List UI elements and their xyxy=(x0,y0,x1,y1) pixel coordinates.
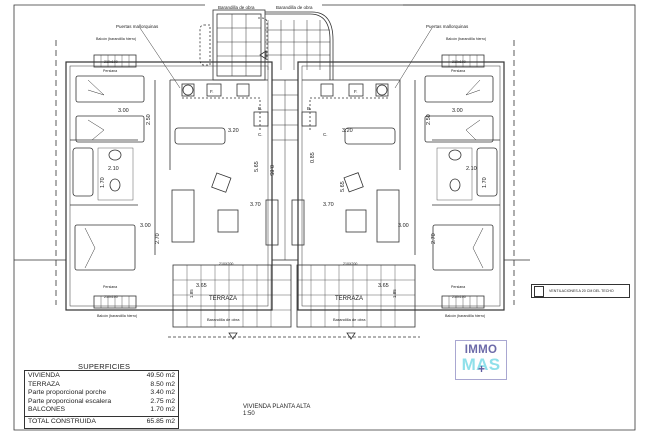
dim-terrace-w: 3.65 xyxy=(378,283,389,289)
shutters-label-right: Puertas mallorquinas xyxy=(426,24,469,29)
row-label: BALCONES xyxy=(28,406,66,414)
row-unit: m2 xyxy=(165,397,175,405)
ventilation-legend: VENTILACIONES A 20 CM DEL TECHO xyxy=(531,284,630,298)
boiler-label: B. xyxy=(307,106,311,111)
superficies-total: TOTAL CONSTRUIDA 65.85 m2 xyxy=(25,415,178,428)
dim-kitchen: 3.20 xyxy=(228,128,239,134)
balcony-label-top-left: Balcón (barandilla hierro) xyxy=(96,37,136,41)
dim-door: 0.85 xyxy=(310,152,316,163)
plan-scale: 1:50 xyxy=(243,411,255,417)
window-label: 210x100 xyxy=(452,295,466,299)
balcony-label-top-right: Balcón (barandilla hierro) xyxy=(446,37,486,41)
balcony-label-bottom-left: Balcón (barandilla hierro) xyxy=(97,314,137,318)
superficies-row: VIVIENDA 49.50 m2 xyxy=(28,372,175,381)
dim-living-w: 3.70 xyxy=(323,202,334,208)
row-value: 49.50 xyxy=(146,372,164,379)
window-label: 210x100 xyxy=(104,295,118,299)
total-label: TOTAL CONSTRUIDA xyxy=(28,417,96,425)
total-unit: m2 xyxy=(165,417,175,425)
terrace-railing-label: Barandilla de obra xyxy=(207,317,240,322)
stair-railing-label-right: Barandilla de obra xyxy=(276,5,313,10)
superficies-row: Parte proporcional escalera 2.75 m2 xyxy=(28,398,175,407)
row-unit: m2 xyxy=(165,389,175,397)
terrace-label-right: TERRAZA xyxy=(335,296,363,302)
dim-bedroom1-w: 3.00 xyxy=(452,108,463,114)
logo-line2-text: MAS xyxy=(461,355,501,374)
logo-line1: IMMO xyxy=(464,344,498,356)
blind-label: Persiana xyxy=(451,285,465,289)
blind-label: Persiana xyxy=(103,285,117,289)
superficies-row: TERRAZA 8.50 m2 xyxy=(28,381,175,390)
dim-living-h: 5.65 xyxy=(254,161,260,172)
dim-door: 0.85 xyxy=(268,165,274,176)
stair-railing-label-left: Barandilla de obra xyxy=(218,5,255,10)
dim-bath-w: 2.10 xyxy=(466,166,477,172)
plan-title: VIVIENDA PLANTA ALTA xyxy=(243,404,311,410)
superficies-row: BALCONES 1.70 m2 xyxy=(28,406,175,415)
cooker-label: C. xyxy=(323,132,328,137)
superficies-table: VIVIENDA 49.50 m2 TERRAZA 8.50 m2 Parte pr… xyxy=(24,370,179,429)
superficies-row: Parte proporcional porche 3.40 m2 xyxy=(28,389,175,398)
dim-living-w: 3.70 xyxy=(250,202,261,208)
window-label-large: 210X200 xyxy=(219,262,233,266)
dim-bath-h: 1.70 xyxy=(100,177,106,188)
dim-bath-w: 2.10 xyxy=(108,166,119,172)
logo-line2: MAS+ xyxy=(456,355,506,376)
blind-label: Persiana xyxy=(103,69,117,73)
fridge-label: F. xyxy=(210,89,214,94)
immomas-logo: IMMO MAS+ xyxy=(455,340,507,380)
dim-bath-h: 1.70 xyxy=(482,177,488,188)
terrace-label-left: TERRAZA xyxy=(209,296,237,302)
dim-bedroom2-h: 2.70 xyxy=(431,233,437,244)
shutters-label-left: Puertas mallorquinas xyxy=(116,24,159,29)
row-unit: m2 xyxy=(165,372,175,379)
row-unit: m2 xyxy=(165,380,175,388)
dim-living-h: 5.65 xyxy=(340,181,346,192)
dim-terrace-h: 1.85 xyxy=(189,289,194,298)
dim-bedroom2-h: 2.70 xyxy=(155,233,161,244)
logo-plus-icon: + xyxy=(478,362,486,376)
dim-terrace-w: 3.65 xyxy=(196,283,207,289)
total-value: 65.85 xyxy=(146,417,164,425)
dim-bedroom2-w: 3.00 xyxy=(140,223,151,229)
dim-bedroom1-h: 2.50 xyxy=(146,114,152,125)
row-value: 8.50 xyxy=(150,380,164,388)
row-value: 3.40 xyxy=(150,389,164,397)
terrace-railing-label: Barandilla de obra xyxy=(333,317,366,322)
window-label: 210x100 xyxy=(452,60,466,64)
dim-bedroom1-h: 2.50 xyxy=(426,114,432,125)
row-label: TERRAZA xyxy=(28,380,60,388)
fridge-label: F. xyxy=(354,89,358,94)
row-label: Parte proporcional escalera xyxy=(28,397,112,405)
dim-terrace-h: 1.85 xyxy=(392,289,397,298)
plan-title-block: VIVIENDA PLANTA ALTA 1:50 xyxy=(243,404,310,418)
dim-bedroom1-w: 3.00 xyxy=(118,108,129,114)
superficies-title: SUPERFICIES xyxy=(78,362,131,371)
row-value: 2.75 xyxy=(150,397,164,405)
balcony-label-bottom-right: Balcón (barandilla hierro) xyxy=(445,314,485,318)
row-label: Parte proporcional porche xyxy=(28,389,107,397)
blind-label: Persiana xyxy=(451,69,465,73)
window-label: 210x100 xyxy=(104,60,118,64)
boiler-label: B. xyxy=(258,106,262,111)
row-label: VIVIENDA xyxy=(28,372,60,379)
row-value: 1.70 xyxy=(150,406,164,414)
ventilation-note: VENTILACIONES A 20 CM DEL TECHO xyxy=(549,289,614,293)
window-label-large: 210X200 xyxy=(343,262,357,266)
row-unit: m2 xyxy=(165,406,175,414)
cooker-label: C. xyxy=(258,132,263,137)
vent-x-icon xyxy=(534,285,544,297)
dim-bedroom2-w: 3.00 xyxy=(398,223,409,229)
dim-kitchen: 3.20 xyxy=(342,128,353,134)
